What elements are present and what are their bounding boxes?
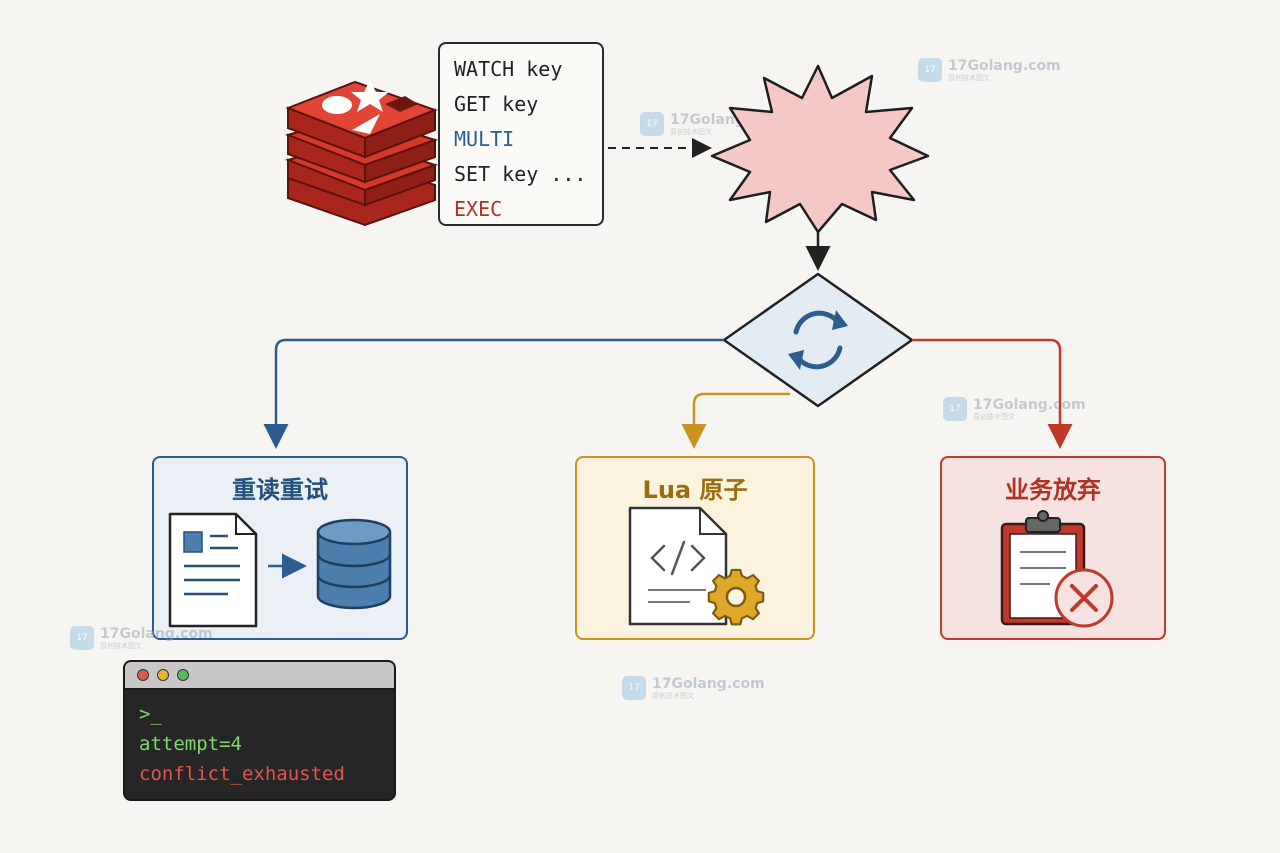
watermark-sub: 原创技术图文 — [100, 641, 142, 650]
cancel-icon — [1054, 568, 1114, 628]
watermark-sub: 原创技术图文 — [948, 73, 990, 82]
database-icon — [316, 518, 392, 610]
watermark-text: 17Golang.com — [652, 675, 765, 692]
watermark-text: 17Golang.com — [100, 625, 213, 642]
abandon-branch-line — [912, 338, 1073, 449]
retry-card-title: 重读重试 — [232, 476, 328, 504]
explosion-icon — [710, 64, 930, 234]
watermark-text: 17Golang.com — [948, 57, 1061, 74]
document-icon — [168, 512, 258, 628]
abandon-card-title: 业务放弃 — [1005, 476, 1101, 504]
code-file-icon — [628, 506, 728, 626]
lua-branch-line — [681, 392, 790, 449]
decision-diamond — [722, 272, 914, 408]
watermark-logo-icon: 17 — [918, 58, 942, 82]
code-line-watch: WATCH key — [454, 57, 563, 81]
code-line-multi: MULTI — [454, 127, 515, 151]
terminal-prompt: >_ — [139, 703, 162, 725]
watermark-sub: 原创技术图文 — [652, 691, 694, 700]
terminal-attempt-line: attempt=4 — [139, 733, 242, 755]
watermark-logo-icon: 17 — [622, 676, 646, 700]
watermark-logo-icon: 17 — [640, 112, 664, 136]
code-line-set: SET key ... — [454, 162, 587, 186]
code-line-get: GET key — [454, 92, 539, 116]
watermark-sub: 原创技术图文 — [973, 412, 1015, 421]
terminal-error-line: conflict_exhausted — [139, 763, 345, 785]
minimize-dot-icon — [157, 669, 169, 681]
watermark-text: 17Golang.com — [973, 396, 1086, 413]
maximize-dot-icon — [177, 669, 189, 681]
watermark-logo-icon: 17 — [943, 397, 967, 421]
lua-card-title: Lua 原子 — [642, 476, 748, 504]
terminal-window: >_ attempt=4 conflict_exhausted — [123, 660, 396, 801]
watermark-logo-icon: 17 — [70, 626, 94, 650]
redis-logo-icon — [284, 80, 439, 227]
retry-branch-line — [263, 338, 724, 449]
watermark-sub: 原创技术图文 — [670, 127, 712, 136]
terminal-title-bar — [125, 662, 394, 690]
retry-cycle-icon — [788, 310, 848, 370]
close-dot-icon — [137, 669, 149, 681]
gear-icon — [707, 568, 765, 626]
code-line-exec: EXEC — [454, 197, 503, 221]
transaction-code-box: WATCH key GET key MULTI SET key ... EXEC — [438, 42, 604, 226]
